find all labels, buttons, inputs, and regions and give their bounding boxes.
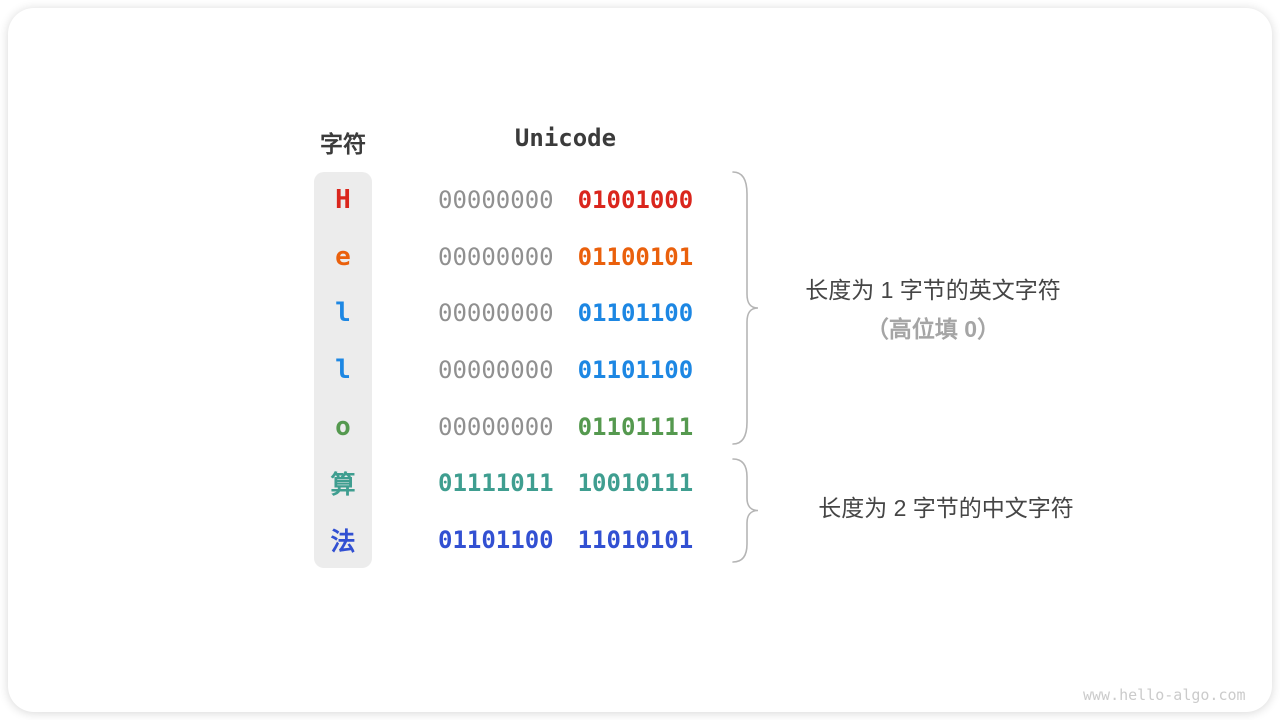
- unicode-binary-row: 00000000 01100101: [438, 229, 693, 286]
- unicode-binary-row: 00000000 01101100: [438, 342, 693, 399]
- code-byte: 11010101: [577, 525, 694, 554]
- annotation-english-line2: （高位填 0）: [865, 316, 1001, 342]
- char-cell: l: [335, 355, 351, 386]
- code-byte: 01111011: [438, 469, 554, 498]
- column-header-char: 字符: [320, 131, 366, 157]
- high-byte: 00000000: [438, 412, 554, 441]
- annotation-chinese: 长度为 2 字节的中文字符: [776, 497, 1116, 520]
- char-cell: o: [335, 411, 351, 442]
- char-cell: e: [335, 241, 351, 272]
- code-byte: 01001000: [577, 186, 694, 215]
- unicode-binary-row: 01111011 10010111: [438, 455, 693, 512]
- code-byte: 10010111: [577, 469, 694, 498]
- annotation-chinese-line1: 长度为 2 字节的中文字符: [818, 495, 1074, 521]
- code-byte: 01101100: [577, 299, 694, 328]
- high-byte: 00000000: [438, 242, 554, 271]
- char-cell: 法: [330, 527, 356, 556]
- watermark: www.hello-algo.com: [1083, 686, 1246, 704]
- char-cell: l: [335, 298, 351, 329]
- unicode-binary-row: 00000000 01101100: [438, 285, 693, 342]
- high-byte: 00000000: [438, 299, 554, 328]
- high-byte: 00000000: [438, 186, 554, 215]
- brace-chinese-group: [732, 458, 759, 563]
- unicode-binary-row: 01101100 11010101: [438, 511, 693, 568]
- unicode-binary-row: 00000000 01101111: [438, 398, 693, 455]
- high-byte: 00000000: [438, 356, 554, 385]
- code-byte: 01101111: [577, 412, 694, 441]
- code-byte: 01100101: [577, 242, 694, 271]
- annotation-english-line1: 长度为 1 字节的英文字符: [805, 277, 1061, 303]
- brace-english-group: [732, 171, 759, 445]
- char-cell: 算: [330, 471, 356, 500]
- column-header-unicode: Unicode: [514, 124, 617, 152]
- annotation-english: 长度为 1 字节的英文字符 （高位填 0）: [766, 279, 1100, 341]
- char-cell: H: [335, 185, 351, 216]
- unicode-binary-row: 00000000 01001000: [438, 172, 693, 229]
- code-byte: 01101100: [438, 525, 554, 554]
- code-byte: 01101100: [577, 356, 694, 385]
